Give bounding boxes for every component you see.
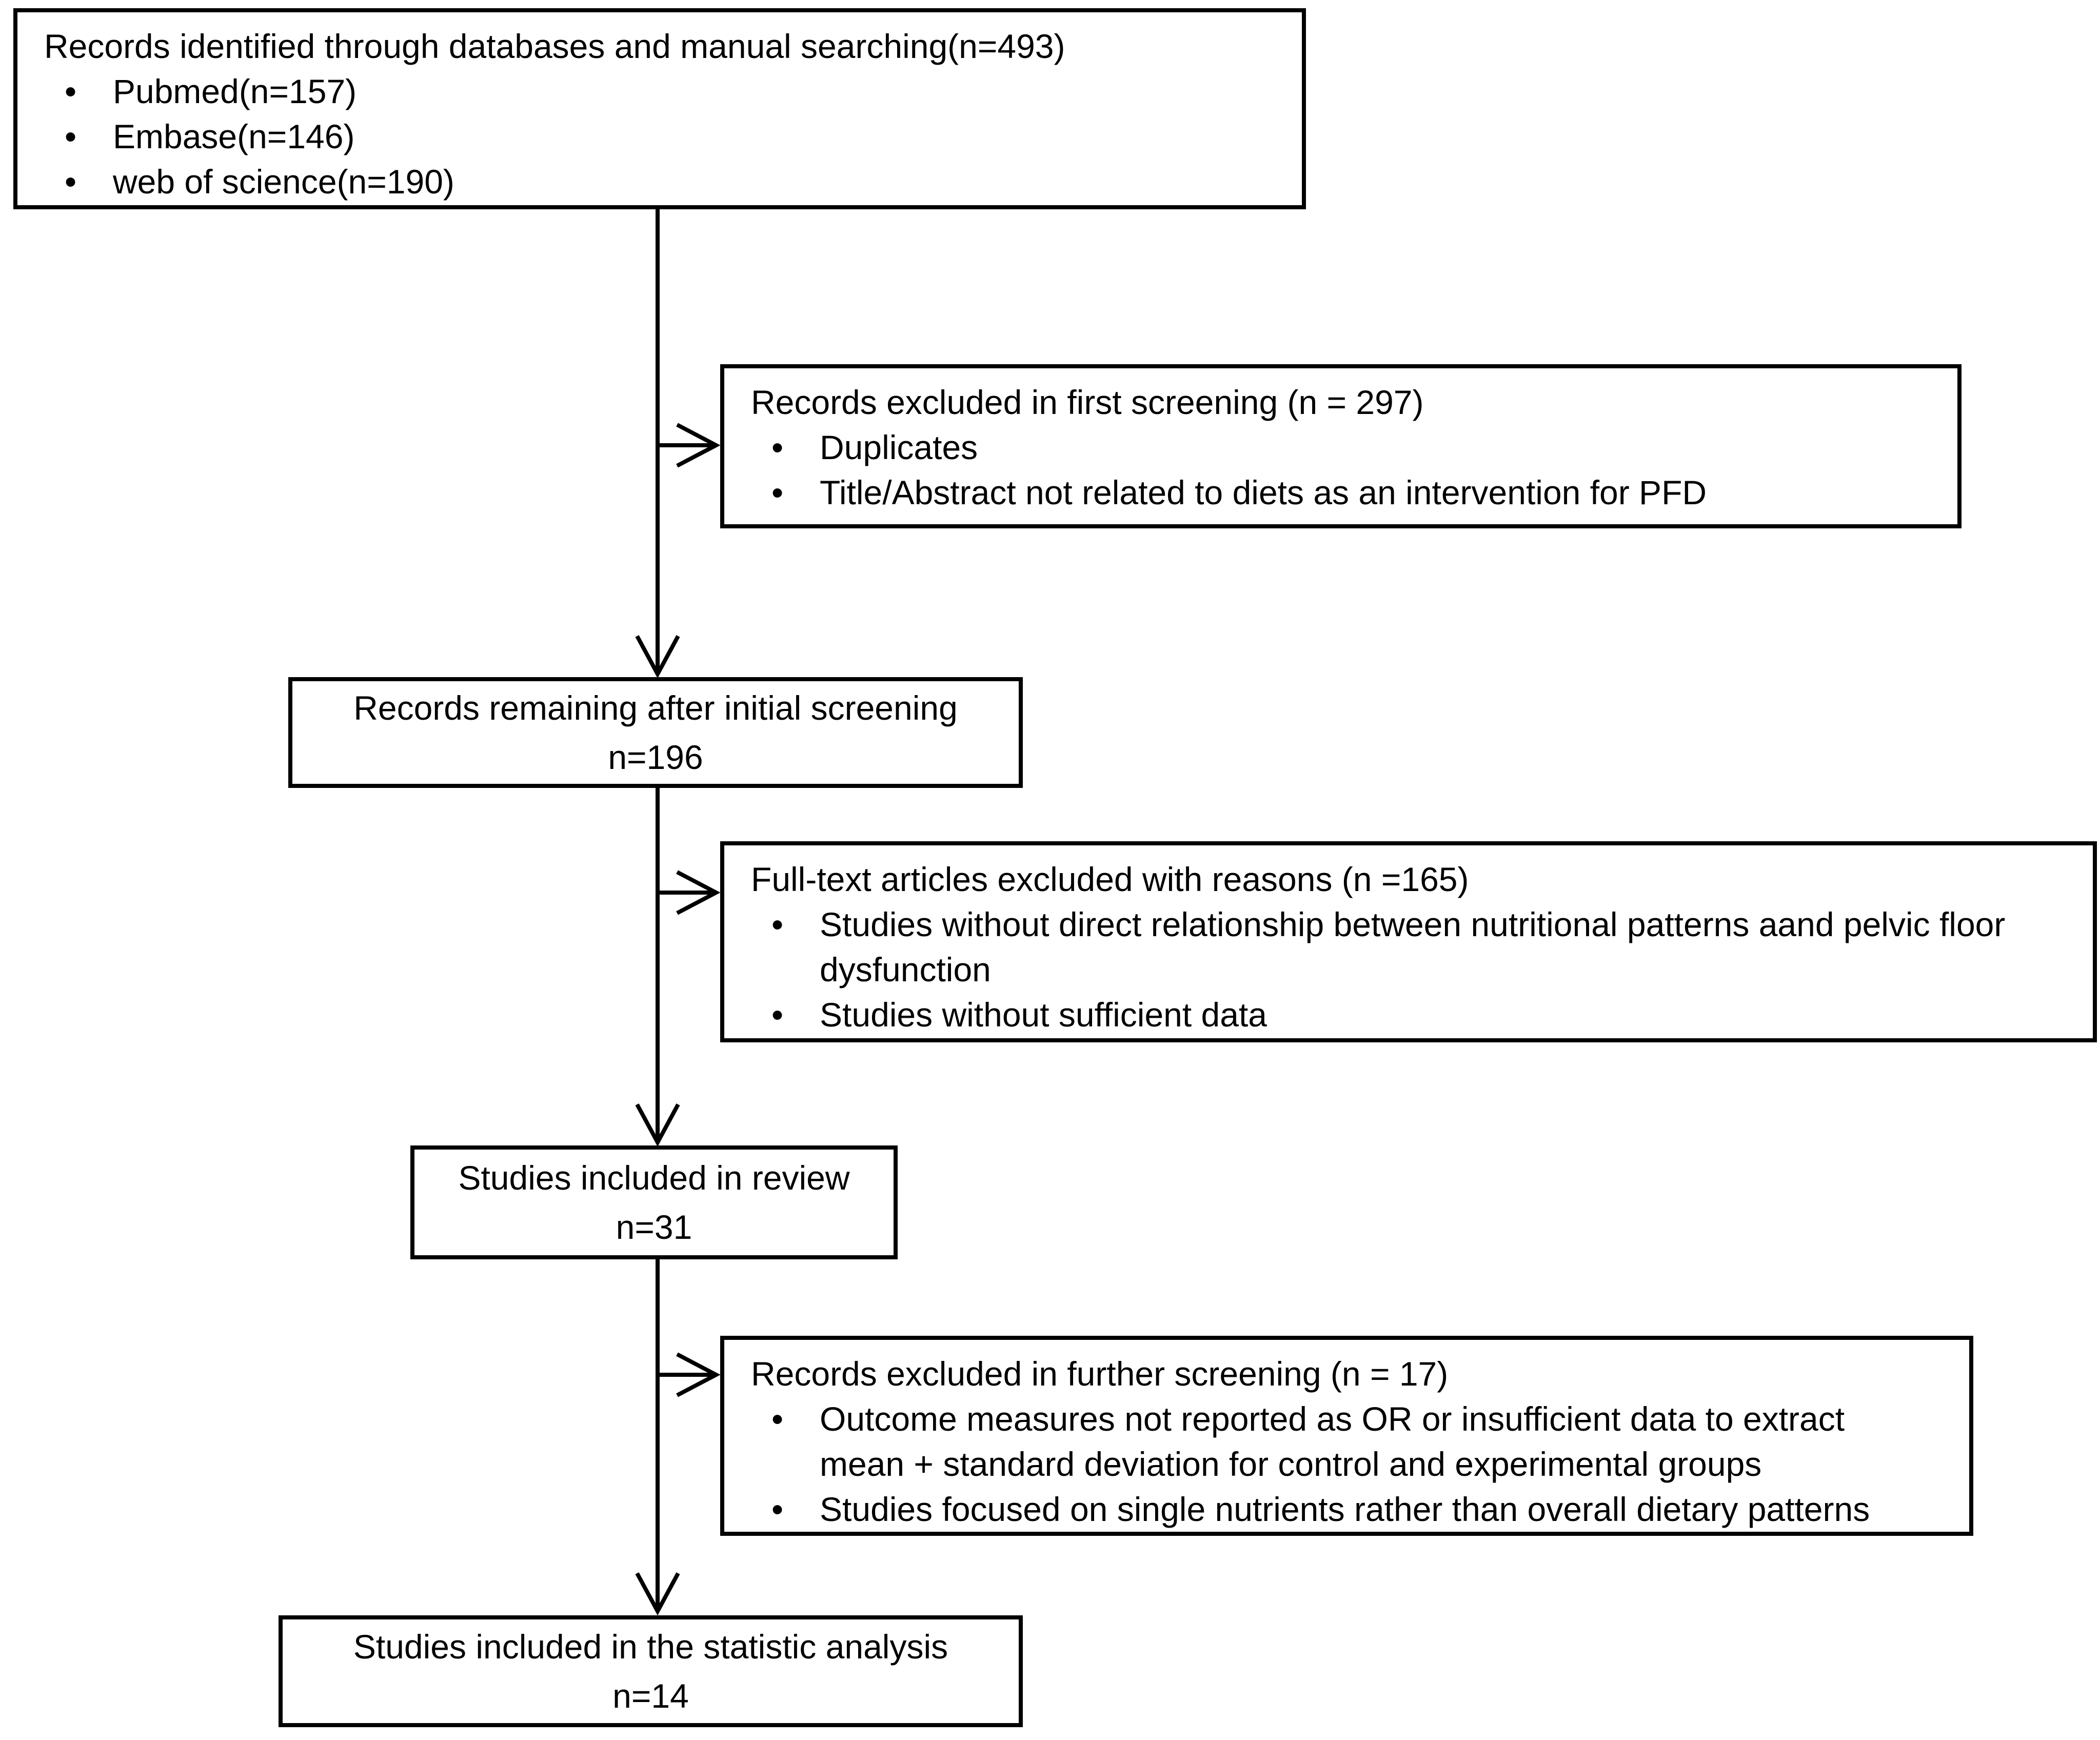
bullet-list: • Pubmed(n=157) • Embase(n=146) • web of… xyxy=(17,69,1286,204)
box-line: Records remaining after initial screenin… xyxy=(353,689,958,727)
arrow-branch-excluded-further xyxy=(658,1352,721,1397)
bullet-text: Embase(n=146) xyxy=(113,117,355,155)
box-title: Full-text articles excluded with reasons… xyxy=(751,860,1469,898)
bullet-icon: • xyxy=(65,163,77,201)
flow-box-records-remaining: Records remaining after initial screenin… xyxy=(288,677,1023,788)
flow-box-excluded-further-screening: Records excluded in further screening (n… xyxy=(720,1336,1973,1536)
box-line: Studies included in the statistic analys… xyxy=(353,1628,948,1666)
box-title: Records identified through databases and… xyxy=(44,27,1065,65)
flow-box-statistic-analysis: Studies included in the statistic analys… xyxy=(279,1615,1023,1727)
list-item: • web of science(n=190) xyxy=(17,159,1286,204)
bullet-icon: • xyxy=(771,473,784,511)
bullet-icon: • xyxy=(771,428,784,466)
list-item: • Pubmed(n=157) xyxy=(17,69,1286,114)
arrow-identified-to-remaining xyxy=(635,208,680,679)
bullet-text: web of science(n=190) xyxy=(113,163,454,201)
bullet-list: • Outcome measures not reported as OR or… xyxy=(724,1396,1954,1532)
bullet-list: • Duplicates • Title/Abstract not relate… xyxy=(724,425,1942,515)
arrow-branch-excluded-first xyxy=(658,423,721,468)
flow-box-excluded-first-screening: Records excluded in first screening (n =… xyxy=(720,364,1962,528)
bullet-list: • Studies without direct relationship be… xyxy=(724,902,2077,1037)
bullet-icon: • xyxy=(65,72,77,110)
bullet-icon: • xyxy=(771,905,784,943)
arrow-branch-fulltext-excluded xyxy=(658,870,721,915)
flow-box-included-review: Studies included in review n=31 xyxy=(410,1145,898,1259)
box-count: n=14 xyxy=(612,1677,689,1715)
flow-box-fulltext-excluded: Full-text articles excluded with reasons… xyxy=(720,841,2097,1042)
bullet-text: Outcome measures not reported as OR or i… xyxy=(820,1400,1845,1483)
box-count: n=196 xyxy=(608,738,703,776)
arrow-remaining-to-review xyxy=(635,788,680,1147)
bullet-text: Title/Abstract not related to diets as a… xyxy=(820,473,1707,511)
bullet-icon: • xyxy=(65,117,77,155)
box-count: n=31 xyxy=(616,1208,692,1246)
box-title: Records excluded in first screening (n =… xyxy=(751,383,1424,421)
flow-box-records-identified: Records identified through databases and… xyxy=(13,8,1306,209)
bullet-text: Pubmed(n=157) xyxy=(113,72,357,110)
list-item: • Studies without sufficient data xyxy=(724,992,2077,1037)
box-line: Studies included in review xyxy=(458,1159,850,1197)
bullet-text: Duplicates xyxy=(820,428,978,466)
bullet-icon: • xyxy=(771,1490,784,1528)
bullet-icon: • xyxy=(771,996,784,1034)
list-item: • Duplicates xyxy=(724,425,1942,470)
list-item: • Title/Abstract not related to diets as… xyxy=(724,470,1942,515)
list-item: • Embase(n=146) xyxy=(17,114,1286,159)
bullet-text: Studies without direct relationship betw… xyxy=(820,905,2006,988)
bullet-text: Studies focused on single nutrients rath… xyxy=(820,1490,1870,1528)
arrow-review-to-statistic xyxy=(635,1259,680,1616)
list-item: • Studies without direct relationship be… xyxy=(724,902,2077,992)
bullet-text: Studies without sufficient data xyxy=(820,996,1267,1034)
list-item: • Outcome measures not reported as OR or… xyxy=(724,1396,1954,1487)
bullet-icon: • xyxy=(771,1400,784,1438)
list-item: • Studies focused on single nutrients ra… xyxy=(724,1487,1954,1532)
box-title: Records excluded in further screening (n… xyxy=(751,1355,1449,1393)
